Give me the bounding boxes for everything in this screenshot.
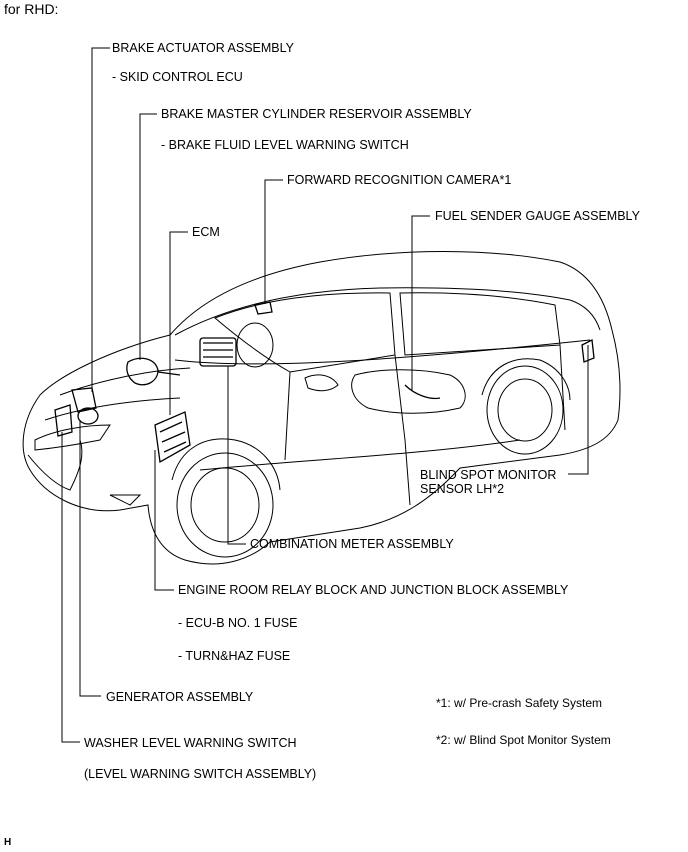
label-washer-level-switch: WASHER LEVEL WARNING SWITCH (84, 736, 297, 750)
label-brake-fluid-switch: - BRAKE FLUID LEVEL WARNING SWITCH (161, 138, 409, 152)
label-blind-spot-2: SENSOR LH*2 (420, 482, 505, 496)
label-turn-haz-fuse: - TURN&HAZ FUSE (178, 649, 291, 663)
label-ecu-b-fuse: - ECU-B NO. 1 FUSE (178, 616, 298, 630)
label-skid-control-ecu: - SKID CONTROL ECU (112, 70, 243, 84)
car-body (22, 251, 621, 565)
label-brake-actuator: BRAKE ACTUATOR ASSEMBLY (112, 41, 295, 55)
note-blind-spot: *2: w/ Blind Spot Monitor System (436, 733, 611, 747)
label-blind-spot-1: BLIND SPOT MONITOR (420, 468, 557, 482)
label-generator: GENERATOR ASSEMBLY (106, 690, 254, 704)
label-level-warning-assembly: (LEVEL WARNING SWITCH ASSEMBLY) (84, 767, 317, 781)
label-forward-camera: FORWARD RECOGNITION CAMERA*1 (287, 173, 512, 187)
note-pre-crash: *1: w/ Pre-crash Safety System (436, 696, 603, 710)
leader-lines (61, 47, 589, 743)
label-fuel-sender: FUEL SENDER GAUGE ASSEMBLY (435, 209, 640, 223)
variant-label: for RHD: (4, 1, 59, 17)
label-ecm: ECM (192, 225, 220, 239)
label-engine-room-relay: ENGINE ROOM RELAY BLOCK AND JUNCTION BLO… (178, 583, 569, 597)
footer-mark: H (4, 837, 12, 848)
label-brake-master-cylinder: BRAKE MASTER CYLINDER RESERVOIR ASSEMBLY (161, 107, 472, 121)
label-combination-meter: COMBINATION METER ASSEMBLY (250, 537, 454, 551)
